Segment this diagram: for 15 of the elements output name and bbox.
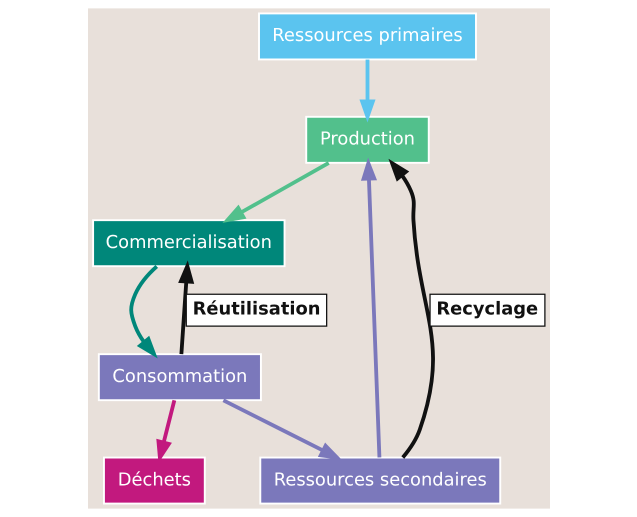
arrow (222, 398, 342, 460)
node-box: Commercialisation (92, 219, 285, 268)
node-box: Déchets (102, 456, 206, 504)
node-box: Ressources secondaires (258, 456, 501, 504)
node-box: Ressources primaires (258, 12, 476, 60)
arrow (388, 158, 434, 459)
arrow (360, 158, 381, 458)
arrow (358, 60, 376, 122)
node-box: Consommation (97, 353, 262, 402)
edge-label: Réutilisation (192, 298, 320, 320)
arrow (128, 264, 158, 359)
arrow (222, 161, 330, 223)
edge-label: Recyclage (436, 298, 538, 320)
node-box: Production (304, 116, 430, 164)
arrow (178, 260, 194, 354)
